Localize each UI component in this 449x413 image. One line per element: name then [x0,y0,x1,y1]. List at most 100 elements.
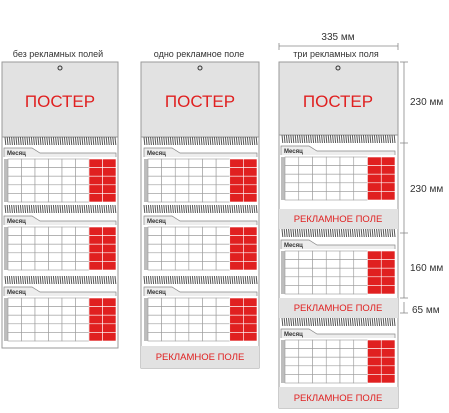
day-cell [61,193,76,203]
day-cell [339,348,355,358]
dimension-poster-height: 230 мм [410,97,443,108]
spiral-loop [63,275,66,285]
spiral-loop [231,275,234,285]
spiral-loop [48,136,51,146]
spiral-loop [283,134,286,144]
spiral-loop [283,228,286,238]
spiral-loop [213,275,216,285]
day-cell [147,297,162,307]
day-cell [215,175,231,186]
spiral-loop [30,275,33,285]
spiral-loop [301,317,304,327]
spiral-loop [83,136,86,146]
spiral-loop [288,228,290,238]
spiral-loop [198,275,201,285]
spiral-loop [365,134,367,144]
spiral-loop [154,204,157,214]
day-cell [147,175,162,186]
day-cell [61,323,76,333]
spiral-loop [253,275,256,285]
spiral-loop [209,136,212,146]
spiral-loop [202,204,205,214]
spiral-loop [318,228,321,238]
weekend-cell [243,158,258,168]
spiral-loop [253,204,256,214]
day-cell [61,252,76,262]
day-cell [7,158,22,168]
spiral-loop [107,275,110,285]
spiral-loop [343,134,345,144]
day-cell [34,314,49,325]
spiral-loop [41,204,44,214]
spiral-loop [376,317,378,327]
spiral-loop [356,134,359,144]
spiral-loop [74,275,77,285]
spiral-loop [345,134,348,144]
spiral-loop [33,204,35,214]
weekend-cell [380,356,396,367]
spiral-loop [169,136,172,146]
spiral-loop [63,136,66,146]
weekend-cell [229,158,244,168]
spiral-loop [66,136,68,146]
weekend-cell [380,173,396,184]
day-cell [325,182,341,192]
day-cell [353,259,368,269]
spiral-loop [321,317,323,327]
spiral-loop [242,136,245,146]
spiral-loop [227,204,229,214]
spiral-loop [249,275,251,285]
spiral-loop [37,275,40,285]
spiral-loop [172,204,174,214]
spiral-loop [114,275,117,285]
day-cell [339,285,355,295]
spiral-loop [329,317,332,327]
day-cell [215,235,231,245]
day-cell [61,243,76,254]
day-cell [147,243,162,254]
day-cell [284,182,300,192]
day-cell [161,226,176,236]
day-cell [61,261,76,271]
spiral-loop [11,275,13,285]
day-cell [34,261,49,271]
month-tab [143,215,258,225]
spiral-loop [235,136,238,146]
spiral-loop [393,317,396,327]
weekend-cell [88,306,103,316]
spiral-loop [187,136,190,146]
day-cell [215,226,231,236]
spiral-loop [288,134,290,144]
day-cell [298,156,313,166]
spiral-loop [391,317,394,327]
spiral-loop [150,136,152,146]
day-cell [48,235,63,245]
day-cell [75,158,90,168]
spiral-loop [191,204,194,214]
spiral-loop [183,136,185,146]
spiral-loop [294,317,297,327]
spiral-loop [382,317,385,327]
spiral-loop [200,204,203,214]
day-cell [312,276,327,286]
spiral-loop [316,317,319,327]
day-cell [284,365,300,375]
month-block: Месяц [3,286,117,342]
weekend-cell [243,314,258,325]
spiral-loop [19,136,22,146]
spiral-loop [365,228,367,238]
day-cell [174,306,190,316]
spiral-loop [325,317,328,327]
day-cell [325,165,341,175]
day-cell [21,332,36,342]
day-cell [48,323,63,333]
spiral-loop [59,204,62,214]
spiral-loop [156,136,159,146]
day-cell [147,184,162,194]
weekend-cell [367,191,382,201]
day-cell [298,173,313,184]
spiral-loop [310,228,312,238]
spiral-loop [72,136,75,146]
month-block: Месяц [280,239,396,295]
spiral-loop [103,204,106,214]
